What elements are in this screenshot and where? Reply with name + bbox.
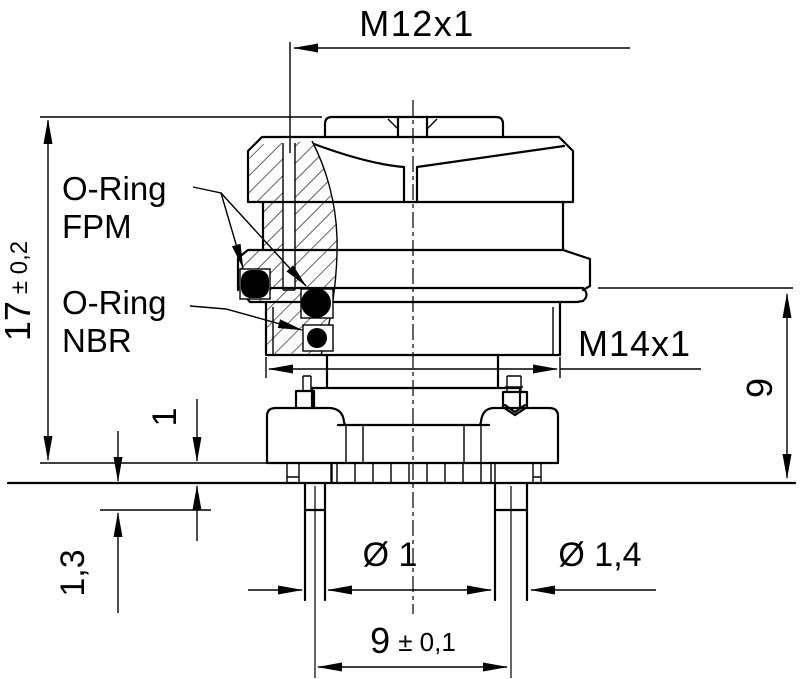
left-peg-stem bbox=[302, 375, 312, 391]
label-seat-1-3: 1,3 bbox=[54, 549, 92, 596]
label-flange-1: 1 bbox=[146, 408, 184, 427]
o-rings bbox=[239, 268, 334, 352]
right-peg-stem bbox=[505, 375, 523, 392]
label-oring-fpm-1: O-Ring bbox=[62, 170, 167, 207]
right-peg bbox=[501, 390, 529, 417]
left-peg bbox=[294, 389, 316, 410]
label-dia-1: Ø 1 bbox=[363, 536, 418, 574]
left-bushing bbox=[286, 463, 332, 483]
label-oring-fpm-2: FPM bbox=[62, 208, 132, 245]
label-m14x1: M14x1 bbox=[578, 323, 691, 364]
o-ring-fpm-left bbox=[241, 270, 269, 298]
insert-neck bbox=[325, 353, 500, 390]
label-oring-nbr-2: NBR bbox=[62, 322, 132, 359]
label-depth-9: 9 bbox=[739, 378, 780, 398]
mounting-flange bbox=[265, 406, 560, 465]
center-lines bbox=[314, 100, 512, 678]
dimension-lines bbox=[40, 42, 793, 672]
label-m12x1: M12x1 bbox=[359, 3, 475, 44]
insert-slab bbox=[310, 386, 522, 410]
right-bushing bbox=[490, 463, 542, 483]
leader-fpm-left bbox=[192, 186, 244, 269]
flange-disc bbox=[236, 248, 592, 292]
label-overall-height: 17± 0,2 bbox=[0, 241, 38, 341]
thread-start-ticks bbox=[387, 118, 438, 130]
dimension-labels: M12x1 17± 0,2 O-Ring FPM O-Ring NBR M14x… bbox=[0, 3, 780, 661]
leader-fpm-right bbox=[220, 192, 307, 287]
label-pin-spacing: 9± 0,1 bbox=[370, 620, 456, 661]
screw-slot bbox=[396, 115, 429, 139]
seal-lip bbox=[238, 286, 588, 304]
section-hatch-area bbox=[238, 141, 338, 355]
o-ring-fpm-right bbox=[301, 288, 331, 318]
label-oring-nbr-1: O-Ring bbox=[62, 284, 167, 321]
hex-nut bbox=[246, 135, 575, 204]
o-ring-nbr bbox=[307, 328, 327, 348]
hex-face-arcs bbox=[312, 142, 566, 204]
label-dia-1-4: Ø 1,4 bbox=[558, 536, 641, 574]
coupling-top bbox=[323, 115, 505, 139]
leader-nbr bbox=[189, 305, 303, 331]
connector-outline bbox=[6, 115, 797, 602]
contact-comb bbox=[331, 463, 496, 483]
neck bbox=[261, 200, 565, 252]
